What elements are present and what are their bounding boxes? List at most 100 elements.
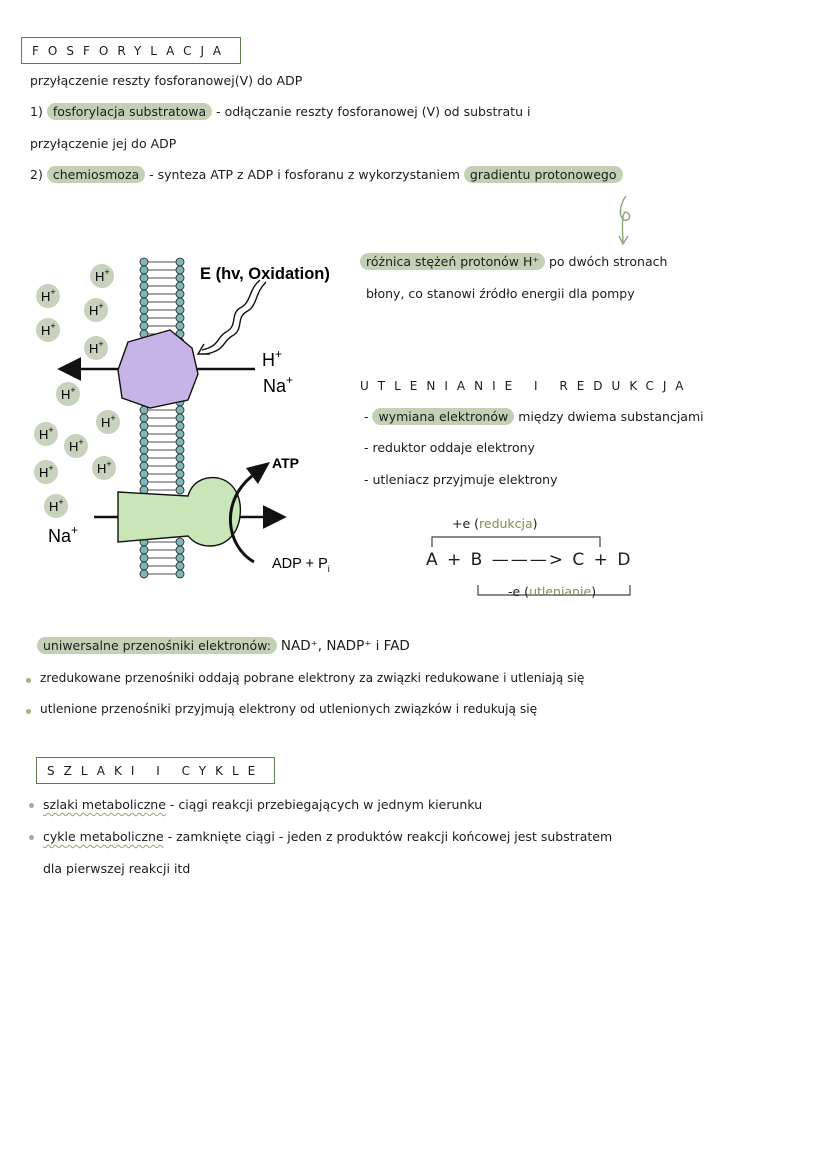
proton-pump	[117, 329, 199, 409]
proton-label: H+	[89, 339, 104, 356]
bullet-icon	[26, 678, 31, 683]
lipid-head	[175, 413, 185, 423]
atp-curved-arrow	[228, 474, 255, 564]
proton-label: H+	[41, 321, 56, 338]
gradient-note-line2: błony, co stanowi źródło energii dla pom…	[366, 286, 635, 301]
pathways-bullet-1-rest: - ciągi reakcji przebiegających w jednym…	[165, 797, 483, 812]
reduction-word: redukcja	[479, 516, 533, 531]
energy-squiggle-icon	[201, 279, 261, 351]
redox-brackets	[431, 536, 631, 596]
proton-label: H+	[89, 301, 104, 318]
lipid-head	[175, 569, 185, 579]
bullet-icon	[29, 835, 34, 840]
proton-label: H+	[49, 497, 64, 514]
highlight-term: fosforylacja substratowa	[46, 103, 213, 120]
carriers-heading: uniwersalne przenośniki elektronów: NAD⁺…	[37, 637, 410, 654]
item-description-continued: przyłączenie jej do ADP	[30, 136, 177, 151]
lipid-head	[175, 421, 185, 431]
redox-line-3: - utleniacz przyjmuje elektrony	[364, 472, 558, 487]
proton-circle	[36, 318, 60, 342]
adp-label: ADP + Pi	[272, 556, 330, 574]
lipid-head	[175, 321, 185, 331]
redox-line-1-rest: między dwiema substancjami	[514, 409, 704, 424]
lipid-head	[139, 257, 149, 267]
sodium-label-left: Na+	[48, 523, 78, 546]
item-substrate-phosphorylation: 1) fosforylacja substratowa - odłączanie…	[30, 103, 531, 120]
lipid-head	[175, 461, 185, 471]
lipid-head	[139, 281, 149, 291]
lipid-head	[175, 561, 185, 571]
lipid-head	[175, 453, 185, 463]
redox-line-2-text: reduktor oddaje elektrony	[372, 440, 535, 455]
section-title-text: FOSFORYLACJA	[32, 44, 231, 58]
proton-circle	[56, 382, 80, 406]
atp-label: ATP	[272, 455, 299, 471]
pathways-bullet-2: cykle metaboliczne - zamknięte ciągi - j…	[43, 829, 612, 844]
lipid-head	[175, 405, 185, 415]
lipid-head	[139, 413, 149, 423]
item-chemiosmosis: 2) chemiosmoza - synteza ATP z ADP i fos…	[30, 166, 623, 183]
lipid-head	[175, 437, 185, 447]
wavy-term: szlaki metaboliczne	[43, 797, 166, 812]
item-description: - odłączanie reszty fosforanowej (V) od …	[212, 104, 531, 119]
redox-line-2: - reduktor oddaje elektrony	[364, 440, 535, 455]
lipid-head	[175, 485, 185, 495]
energy-label: E (hv, Oxidation)	[200, 265, 330, 283]
lipid-head	[175, 265, 185, 275]
gradient-note-desc: po dwóch stronach	[545, 254, 668, 269]
proton-circle	[90, 264, 114, 288]
oxidation-label: -e (utlenianie)	[508, 584, 597, 599]
gradient-note-line1: różnica stężeń protonów H⁺ po dwóch stro…	[360, 253, 668, 270]
lipid-head	[175, 553, 185, 563]
redox-line-3-text: utleniacz przyjmuje elektrony	[372, 472, 558, 487]
lipid-head	[175, 257, 185, 267]
lipid-head	[139, 545, 149, 555]
lipid-head	[139, 321, 149, 331]
lipid-head	[175, 537, 185, 547]
lipid-head	[175, 545, 185, 555]
proton-label: H+	[61, 385, 76, 402]
carriers-bullet-2: utlenione przenośniki przyjmują elektron…	[40, 702, 538, 716]
item-number: 1)	[30, 104, 43, 119]
lipid-head	[139, 561, 149, 571]
highlight-term: różnica stężeń protonów H⁺	[360, 253, 545, 270]
reduction-label: +e (redukcja)	[452, 516, 538, 531]
oxidation-word: utlenianie	[529, 584, 592, 599]
item-description: - synteza ATP z ADP i fosforanu z wykorz…	[145, 167, 460, 182]
redox-equation: A + B ———> C + D	[426, 550, 633, 570]
lipid-head	[175, 429, 185, 439]
proton-circle	[34, 460, 58, 484]
lipid-head	[139, 421, 149, 431]
redox-line-1: - wymiana elektronów między dwiema subst…	[364, 408, 704, 425]
lipid-head	[139, 477, 149, 487]
item-number: 2)	[30, 167, 43, 182]
lipid-head	[175, 281, 185, 291]
redox-title: UTLENIANIE I REDUKCJA	[360, 379, 693, 393]
proton-cloud: H+H+H+H+H+H+H+H+H+H+H+H+	[34, 264, 120, 518]
bullet-icon	[26, 709, 31, 714]
lipid-head	[139, 437, 149, 447]
proton-circle	[64, 434, 88, 458]
lipid-head	[139, 553, 149, 563]
proton-circle	[84, 298, 108, 322]
lipid-head	[139, 445, 149, 455]
wavy-term: cykle metaboliczne	[43, 829, 164, 844]
lipid-head	[139, 453, 149, 463]
pathways-bullet-1: szlaki metaboliczne - ciągi reakcji prze…	[43, 797, 482, 812]
proton-label: H+	[41, 287, 56, 304]
carriers-list: NAD⁺, NADP⁺ i FAD	[280, 638, 410, 654]
section-title-text: SZLAKI I CYKLE	[47, 764, 265, 778]
highlight-term: wymiana elektronów	[372, 408, 515, 425]
lipid-head	[139, 461, 149, 471]
lipid-head	[139, 313, 149, 323]
lipid-head	[139, 469, 149, 479]
sodium-label-right: Na+	[263, 373, 293, 396]
lipid-head	[139, 273, 149, 283]
curly-arrow-icon	[618, 195, 631, 246]
proton-circle	[96, 410, 120, 434]
lipid-head	[139, 305, 149, 315]
atp-synthase	[117, 476, 242, 547]
proton-circle	[84, 336, 108, 360]
lipid-head	[175, 297, 185, 307]
proton-label: H+	[101, 413, 116, 430]
